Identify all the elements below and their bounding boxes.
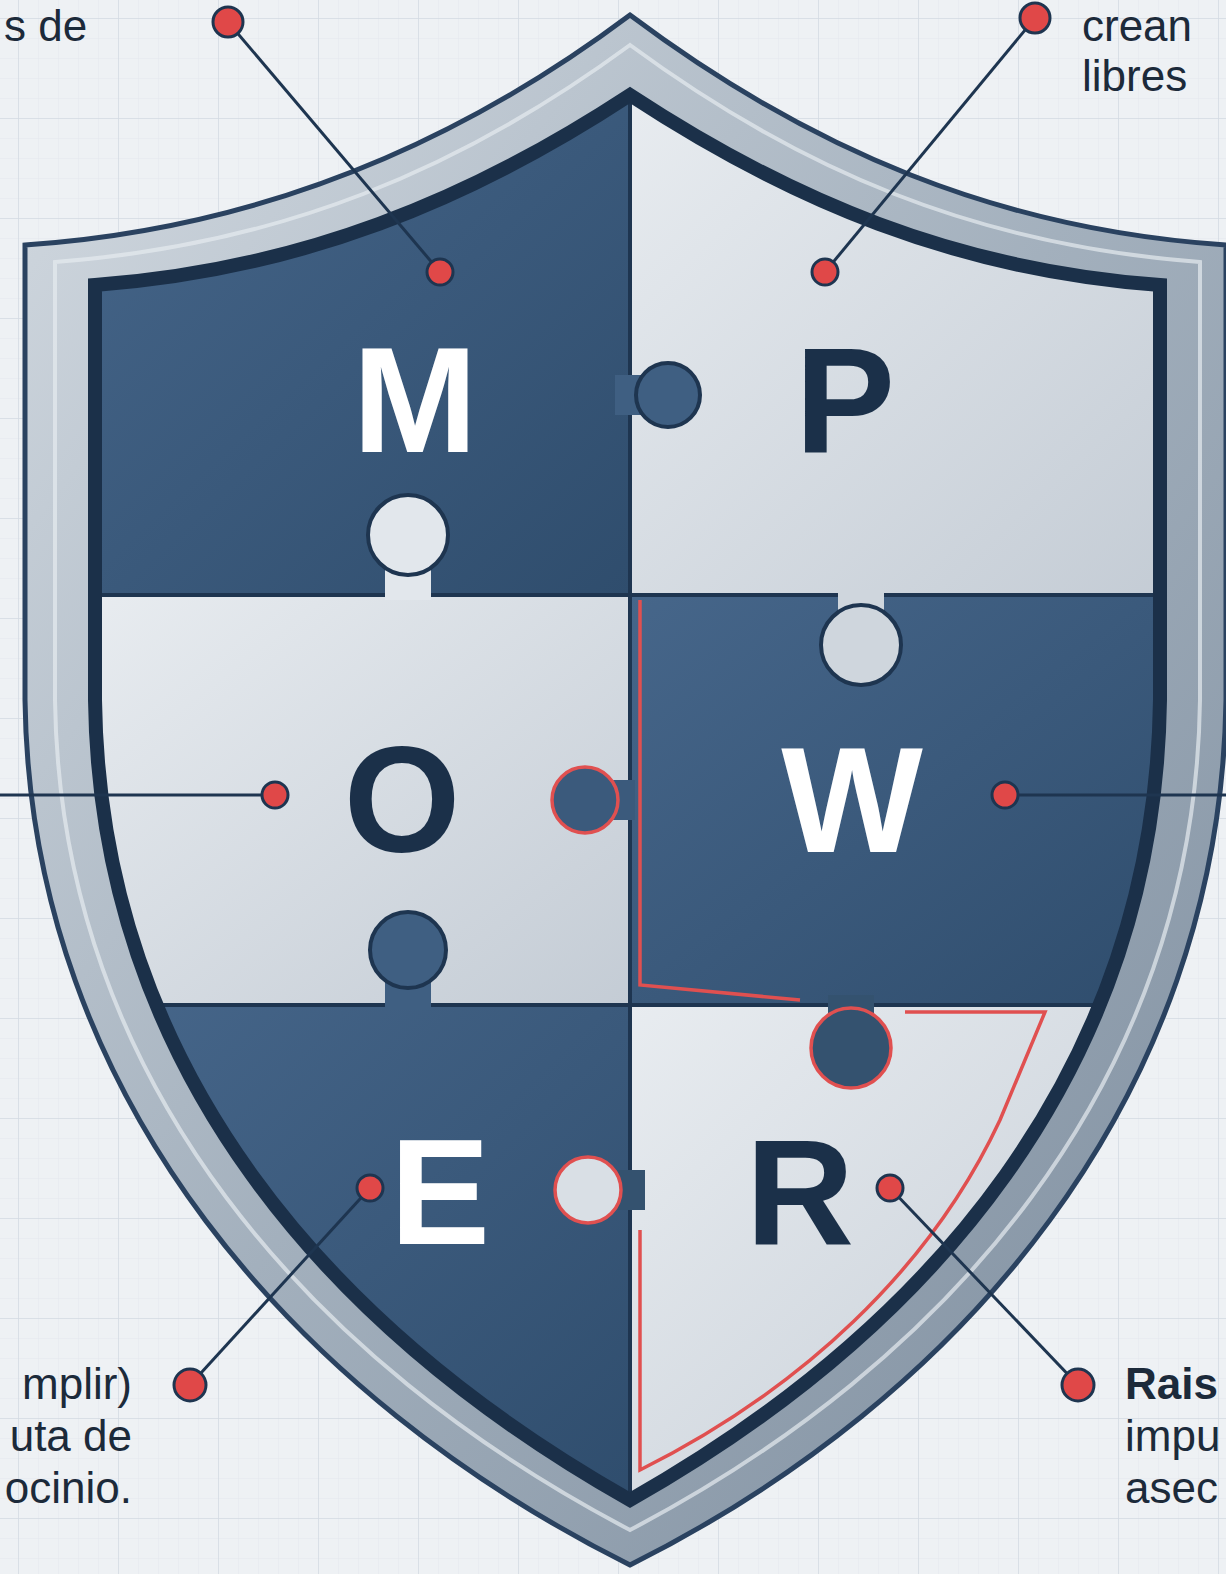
letter-text: R bbox=[746, 1117, 854, 1267]
highlight-outline bbox=[640, 600, 1045, 1470]
piece-seams bbox=[90, 90, 1170, 1515]
callout-text: crean bbox=[1082, 2, 1192, 50]
callout-text: impu bbox=[1125, 1412, 1220, 1460]
letter-text: W bbox=[781, 725, 923, 875]
letter-text: E bbox=[390, 1117, 490, 1267]
shield-rim bbox=[25, 15, 1226, 1565]
callout-text: uta de bbox=[10, 1412, 132, 1460]
letter-text: O bbox=[344, 725, 461, 875]
piece-p bbox=[630, 90, 1170, 595]
leader-dots bbox=[174, 3, 1094, 1401]
letter-text: P bbox=[795, 325, 895, 475]
puzzle-letter: O bbox=[334, 721, 471, 879]
callout-text: libres bbox=[1082, 52, 1187, 100]
letter-text: M bbox=[353, 325, 478, 475]
puzzle-letter: P bbox=[785, 321, 905, 479]
callout-text: s de bbox=[4, 2, 87, 50]
puzzle-pieces bbox=[90, 90, 1170, 1515]
callout-text: mplir) bbox=[22, 1360, 132, 1408]
puzzle-letter: M bbox=[343, 321, 488, 479]
rim-highlight bbox=[55, 45, 1200, 1530]
puzzle-letter: W bbox=[771, 721, 933, 879]
piece-o bbox=[90, 595, 630, 1005]
shield-inner-border bbox=[95, 95, 1160, 1500]
puzzle-letter: R bbox=[736, 1113, 864, 1271]
piece-w bbox=[630, 595, 1170, 1005]
puzzle-letter: E bbox=[380, 1113, 500, 1271]
callout-text: Rais bbox=[1125, 1360, 1218, 1408]
piece-m bbox=[90, 90, 630, 595]
callout-text: asec bbox=[1125, 1464, 1218, 1512]
leader-lines bbox=[0, 18, 1226, 1385]
piece-e bbox=[90, 1005, 630, 1515]
piece-r bbox=[630, 1005, 1170, 1515]
callout-text: ocinio. bbox=[5, 1464, 132, 1512]
